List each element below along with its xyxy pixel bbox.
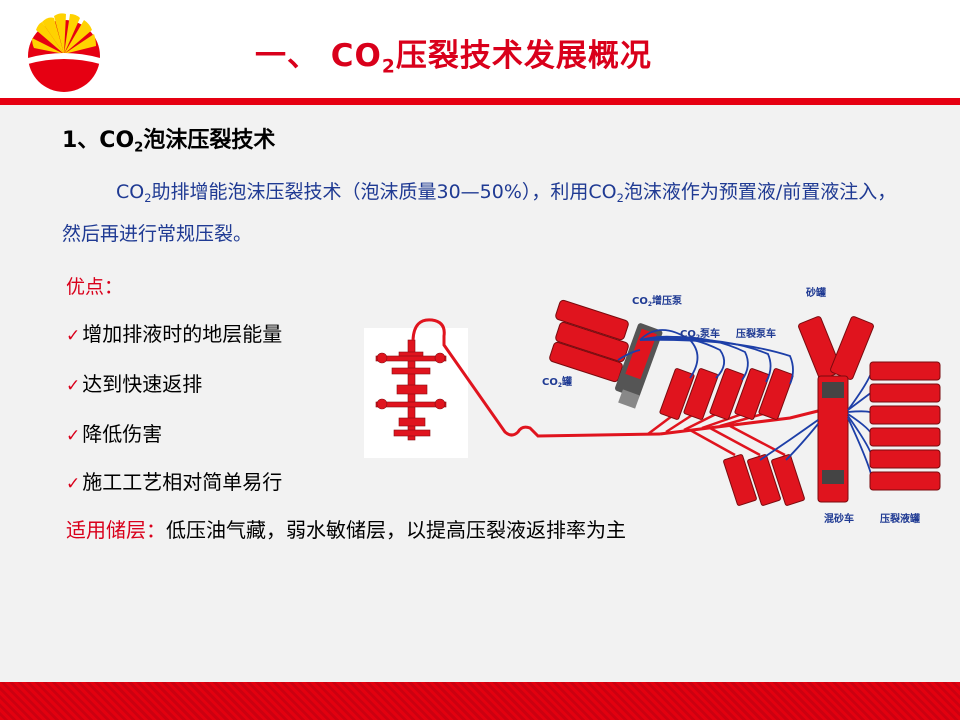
advantage-text: 达到快速返排	[82, 372, 203, 396]
label-sand-tank: 砂罐	[806, 288, 826, 299]
description-part2: 助排增能泡沫压裂技术（泡沫质量30—50%），利用CO	[151, 181, 617, 203]
booster-suffix: 增压泵	[652, 296, 683, 307]
heading-prefix: 1、CO	[62, 128, 135, 153]
description-part1: CO	[116, 181, 145, 203]
title-subscript: 2	[381, 56, 396, 78]
wellhead-icon	[375, 339, 447, 441]
heading-subscript: 2	[134, 140, 144, 156]
label-co2-booster-pump: CO2增压泵	[632, 292, 682, 308]
booster-prefix: CO	[632, 296, 648, 307]
advantage-text: 增加排液时的地层能量	[82, 322, 283, 346]
heading-suffix: 泡沫压裂技术	[143, 128, 276, 153]
tank-sub: 2	[557, 382, 563, 390]
header-divider	[0, 98, 960, 105]
label-frac-fluid-tank: 压裂液罐	[880, 514, 920, 525]
title-prefix: 一、 CO	[255, 38, 382, 74]
advantage-item: ✓施工工艺相对简单易行	[66, 466, 282, 495]
applicable-text: 低压油气藏，弱水敏储层，以提高压裂液返排率为主	[166, 518, 626, 542]
pump-sub: 2	[695, 334, 701, 342]
description-paragraph: CO2助排增能泡沫压裂技术（泡沫质量30—50%），利用CO2泡沫液作为预置液/…	[62, 174, 912, 252]
applicable-reservoir: 适用储层：低压油气藏，弱水敏储层，以提高压裂液返排率为主	[66, 514, 626, 543]
label-blender-truck: 混砂车	[824, 514, 854, 525]
footer-band	[0, 682, 960, 720]
applicable-label: 适用储层：	[66, 518, 166, 542]
section-heading: 1、CO2泡沫压裂技术	[62, 122, 275, 156]
advantage-item: ✓降低伤害	[66, 418, 162, 447]
booster-sub: 2	[647, 301, 653, 309]
tank-suffix: 罐	[562, 377, 573, 388]
check-icon: ✓	[66, 426, 81, 446]
description-part3: 泡沫液作为预置液/前置液注入，然后再进行常规压裂。	[62, 181, 897, 245]
pump-suffix: 泵车	[700, 329, 721, 340]
advantage-item: ✓增加排液时的地层能量	[66, 318, 282, 347]
advantage-text: 施工工艺相对简单易行	[82, 470, 283, 494]
petrochina-logo	[28, 13, 100, 92]
check-icon: ✓	[66, 474, 81, 494]
page-title: 一、 CO2压裂技术发展概况	[255, 30, 652, 78]
title-suffix: 压裂技术发展概况	[395, 38, 652, 74]
check-icon: ✓	[66, 376, 81, 396]
description-sub2: 2	[616, 190, 624, 205]
label-co2-pump-truck: CO2泵车	[680, 325, 720, 341]
tank-prefix: CO	[542, 377, 558, 388]
advantage-text: 降低伤害	[82, 422, 163, 446]
advantages-title: 优点：	[66, 276, 124, 298]
advantage-item: ✓达到快速返排	[66, 368, 202, 397]
pump-prefix: CO	[680, 329, 696, 340]
header-band	[0, 0, 960, 100]
label-co2-tank: CO2罐	[542, 373, 572, 389]
check-icon: ✓	[66, 326, 81, 346]
description-sub1: 2	[144, 190, 152, 205]
label-frac-pump-truck: 压裂泵车	[736, 329, 776, 340]
